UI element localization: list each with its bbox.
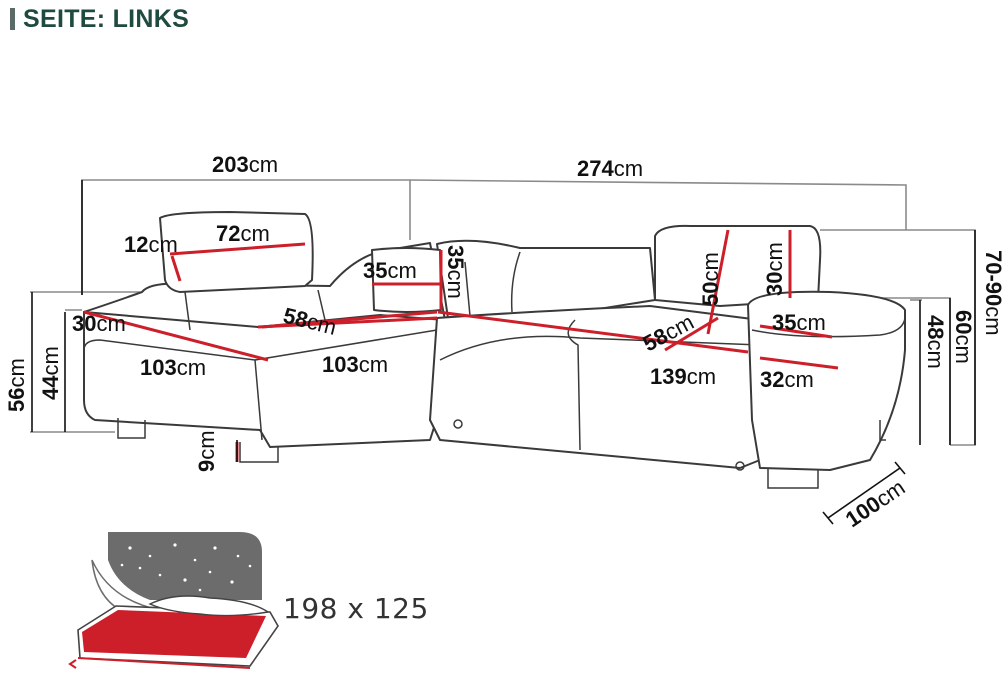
- header-bar: [10, 8, 15, 30]
- dim-width-right: 274cm: [577, 156, 643, 181]
- bed-function-icon: [68, 532, 279, 669]
- dim-pillow-width: 35cm: [363, 258, 417, 283]
- dim-depth: 100cm: [841, 474, 910, 532]
- dim-armrest-height-left: 30cm: [72, 311, 126, 336]
- dimension-lines: [31, 180, 976, 525]
- dim-feet-height: 9cm: [194, 430, 219, 472]
- sofa-body: [83, 211, 906, 489]
- dim-height-44: 44cm: [38, 346, 63, 400]
- dim-chaise-length: 103cm: [140, 355, 206, 380]
- dim-headrest-right: 30cm: [762, 242, 787, 296]
- dim-seat-width-right: 139cm: [650, 364, 716, 389]
- dim-chaise-width: 103cm: [322, 352, 388, 377]
- dim-total-height: 70-90cm: [981, 250, 1006, 336]
- page-header: SEITE: LINKS: [10, 4, 189, 34]
- page-title: SEITE: LINKS: [23, 4, 190, 33]
- dim-armrest-depth: 32cm: [760, 367, 814, 392]
- dim-height-56: 56cm: [4, 358, 29, 412]
- bed-size-label: 198 x 125: [283, 592, 429, 625]
- dim-seat-depth-left: 58cm: [281, 303, 339, 340]
- dim-armrest-width: 35cm: [772, 310, 826, 335]
- dim-width-left: 203cm: [212, 152, 278, 177]
- dim-back-height-right: 50cm: [698, 252, 723, 306]
- dim-headrest-width: 72cm: [216, 221, 270, 246]
- red-measure-lines: [83, 229, 839, 462]
- dim-headrest-height: 12cm: [124, 232, 178, 257]
- dim-height-60: 60cm: [951, 310, 976, 364]
- dim-height-48: 48cm: [923, 315, 948, 369]
- dim-pillow-height: 35cm: [443, 245, 468, 299]
